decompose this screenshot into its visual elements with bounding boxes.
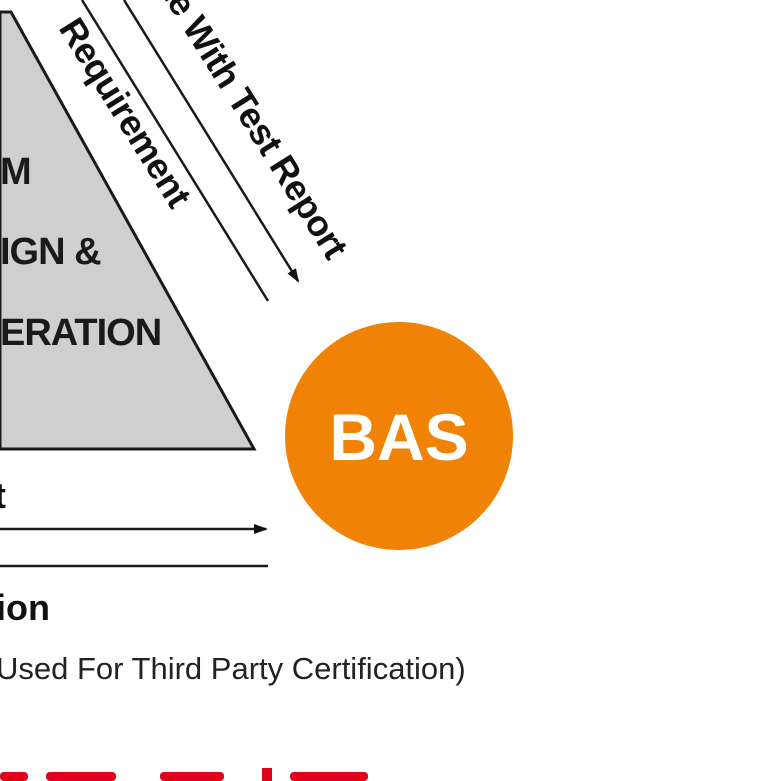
requirement-line bbox=[80, 0, 270, 302]
certification-note: Used For Third Party Certification) bbox=[0, 651, 466, 686]
bottom-lower-label: ion bbox=[0, 587, 50, 628]
cropped-red-text bbox=[0, 768, 368, 781]
triangle-shape bbox=[0, 10, 257, 451]
test-report-label: te With Test Report bbox=[153, 0, 356, 266]
test-report-arrow bbox=[122, 0, 300, 283]
triangle-line-2: IGN & bbox=[0, 231, 101, 273]
triangle-line-3: ERATION bbox=[0, 312, 161, 354]
triangle-line-1: M bbox=[0, 151, 31, 193]
bottom-upper-label: t bbox=[0, 475, 6, 516]
bas-circle bbox=[285, 322, 513, 550]
bas-label: BAS bbox=[329, 400, 468, 474]
